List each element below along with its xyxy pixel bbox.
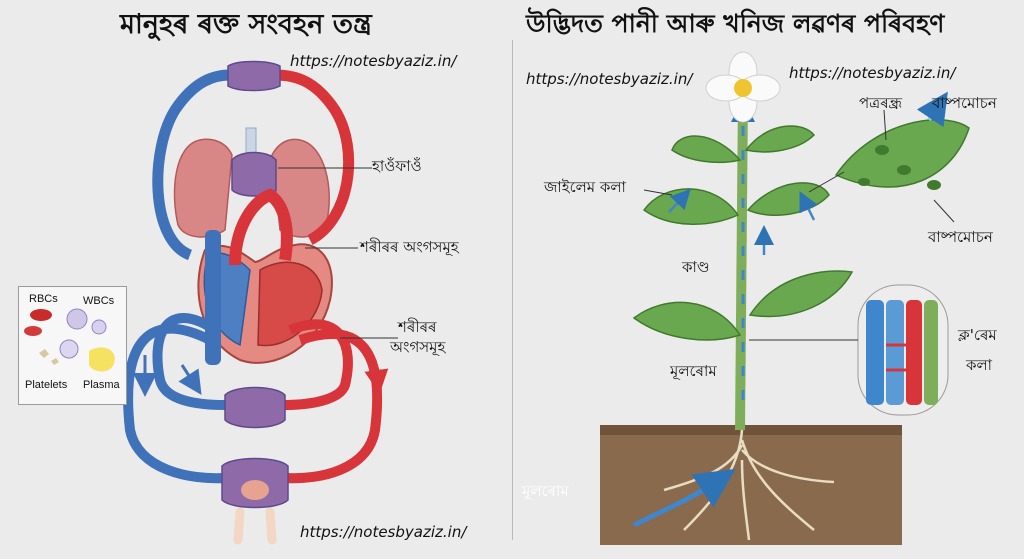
flower-illustration [705,51,781,123]
label-platelets: Platelets [25,379,68,391]
circulatory-system-panel: মানুহৰ ৰক্ত সংবহন তন্ত্ৰ https://notesby… [18,9,467,545]
soil [600,425,902,545]
circulatory-title: মানুহৰ ৰক্ত সংবহন তন্ত্ৰ [120,9,372,40]
capillary-bed-lungs [231,151,277,197]
systemic-vein-lower [123,323,226,484]
circulation-diagram [123,60,398,545]
systemic-vein-upper [152,313,226,410]
legs-illustration [233,507,277,545]
leader-line [883,109,887,141]
flow-arrow-icon [799,191,818,221]
label-root-hair-stem: মূলৰোম [670,362,717,380]
leader-line [643,189,673,196]
pulmonary-vein-loop [152,69,231,261]
label-xylem-tissue-line1: ক্ল'ৰেম [958,326,997,344]
label-plasma: Plasma [83,379,120,391]
label-body-organs-lower-line2: অংগসমূহ [390,338,446,356]
plant-transport-title: উদ্ভিদত পানী আৰু খনিজ লৱণৰ পৰিবহণ [526,9,945,38]
plant-transport-panel: উদ্ভিদত পানী আৰু খনিজ লৱণৰ পৰিবহণ https:… [514,0,1024,559]
leader-line [933,199,955,223]
label-xylem: জাইলেম কলা [544,178,626,196]
capillary-bed-top [227,60,281,92]
label-stem: কাণ্ড [682,258,710,276]
magnified-leaf-illustration [808,91,970,193]
capillary-bed-middle [224,386,286,429]
label-transpiration-bottom: বাষ্পমোচন [928,228,993,246]
systemic-artery-upper [284,319,353,410]
flow-arrow-icon [178,364,202,396]
xylem-tissue-illustration [749,284,949,416]
flow-arrow-icon [364,359,389,394]
label-xylem-tissue-line2: কলা [966,356,993,374]
label-body-organs-lower-line1: শৰীৰৰ [398,318,437,336]
watermark-url-left: https://notesbyaziz.in/ [526,70,693,88]
pulmonary-artery-loop [274,69,355,245]
plant-diagram [600,51,970,545]
label-wbcs: WBCs [83,295,115,307]
organ-illustration [241,480,269,500]
watermark-url-bottom: https://notesbyaziz.in/ [300,523,467,541]
systemic-artery-lower [284,329,383,484]
watermark-url-right: https://notesbyaziz.in/ [789,64,956,82]
flow-arrow-icon [668,188,691,213]
panel-divider [512,40,513,540]
watermark-url-top: https://notesbyaziz.in/ [290,52,457,70]
stem-illustration [735,94,748,431]
blood-components-inset: RBCs WBCs Platelets Plasma [18,286,127,405]
blood-cells-illustration [24,308,115,372]
label-root-hair-soil: মূলৰোম [522,482,569,500]
label-stomata: পত্ৰৰন্ধ্ৰ [859,94,903,112]
label-body-organs-upper: শৰীৰৰ অংগসমূহ [360,238,459,256]
root-water-arrow-icon [632,468,736,528]
label-rbcs: RBCs [29,293,58,305]
label-transpiration-top: বাষ্পমোচন [932,94,997,112]
label-lungs: হাওঁফাওঁ [372,157,422,175]
